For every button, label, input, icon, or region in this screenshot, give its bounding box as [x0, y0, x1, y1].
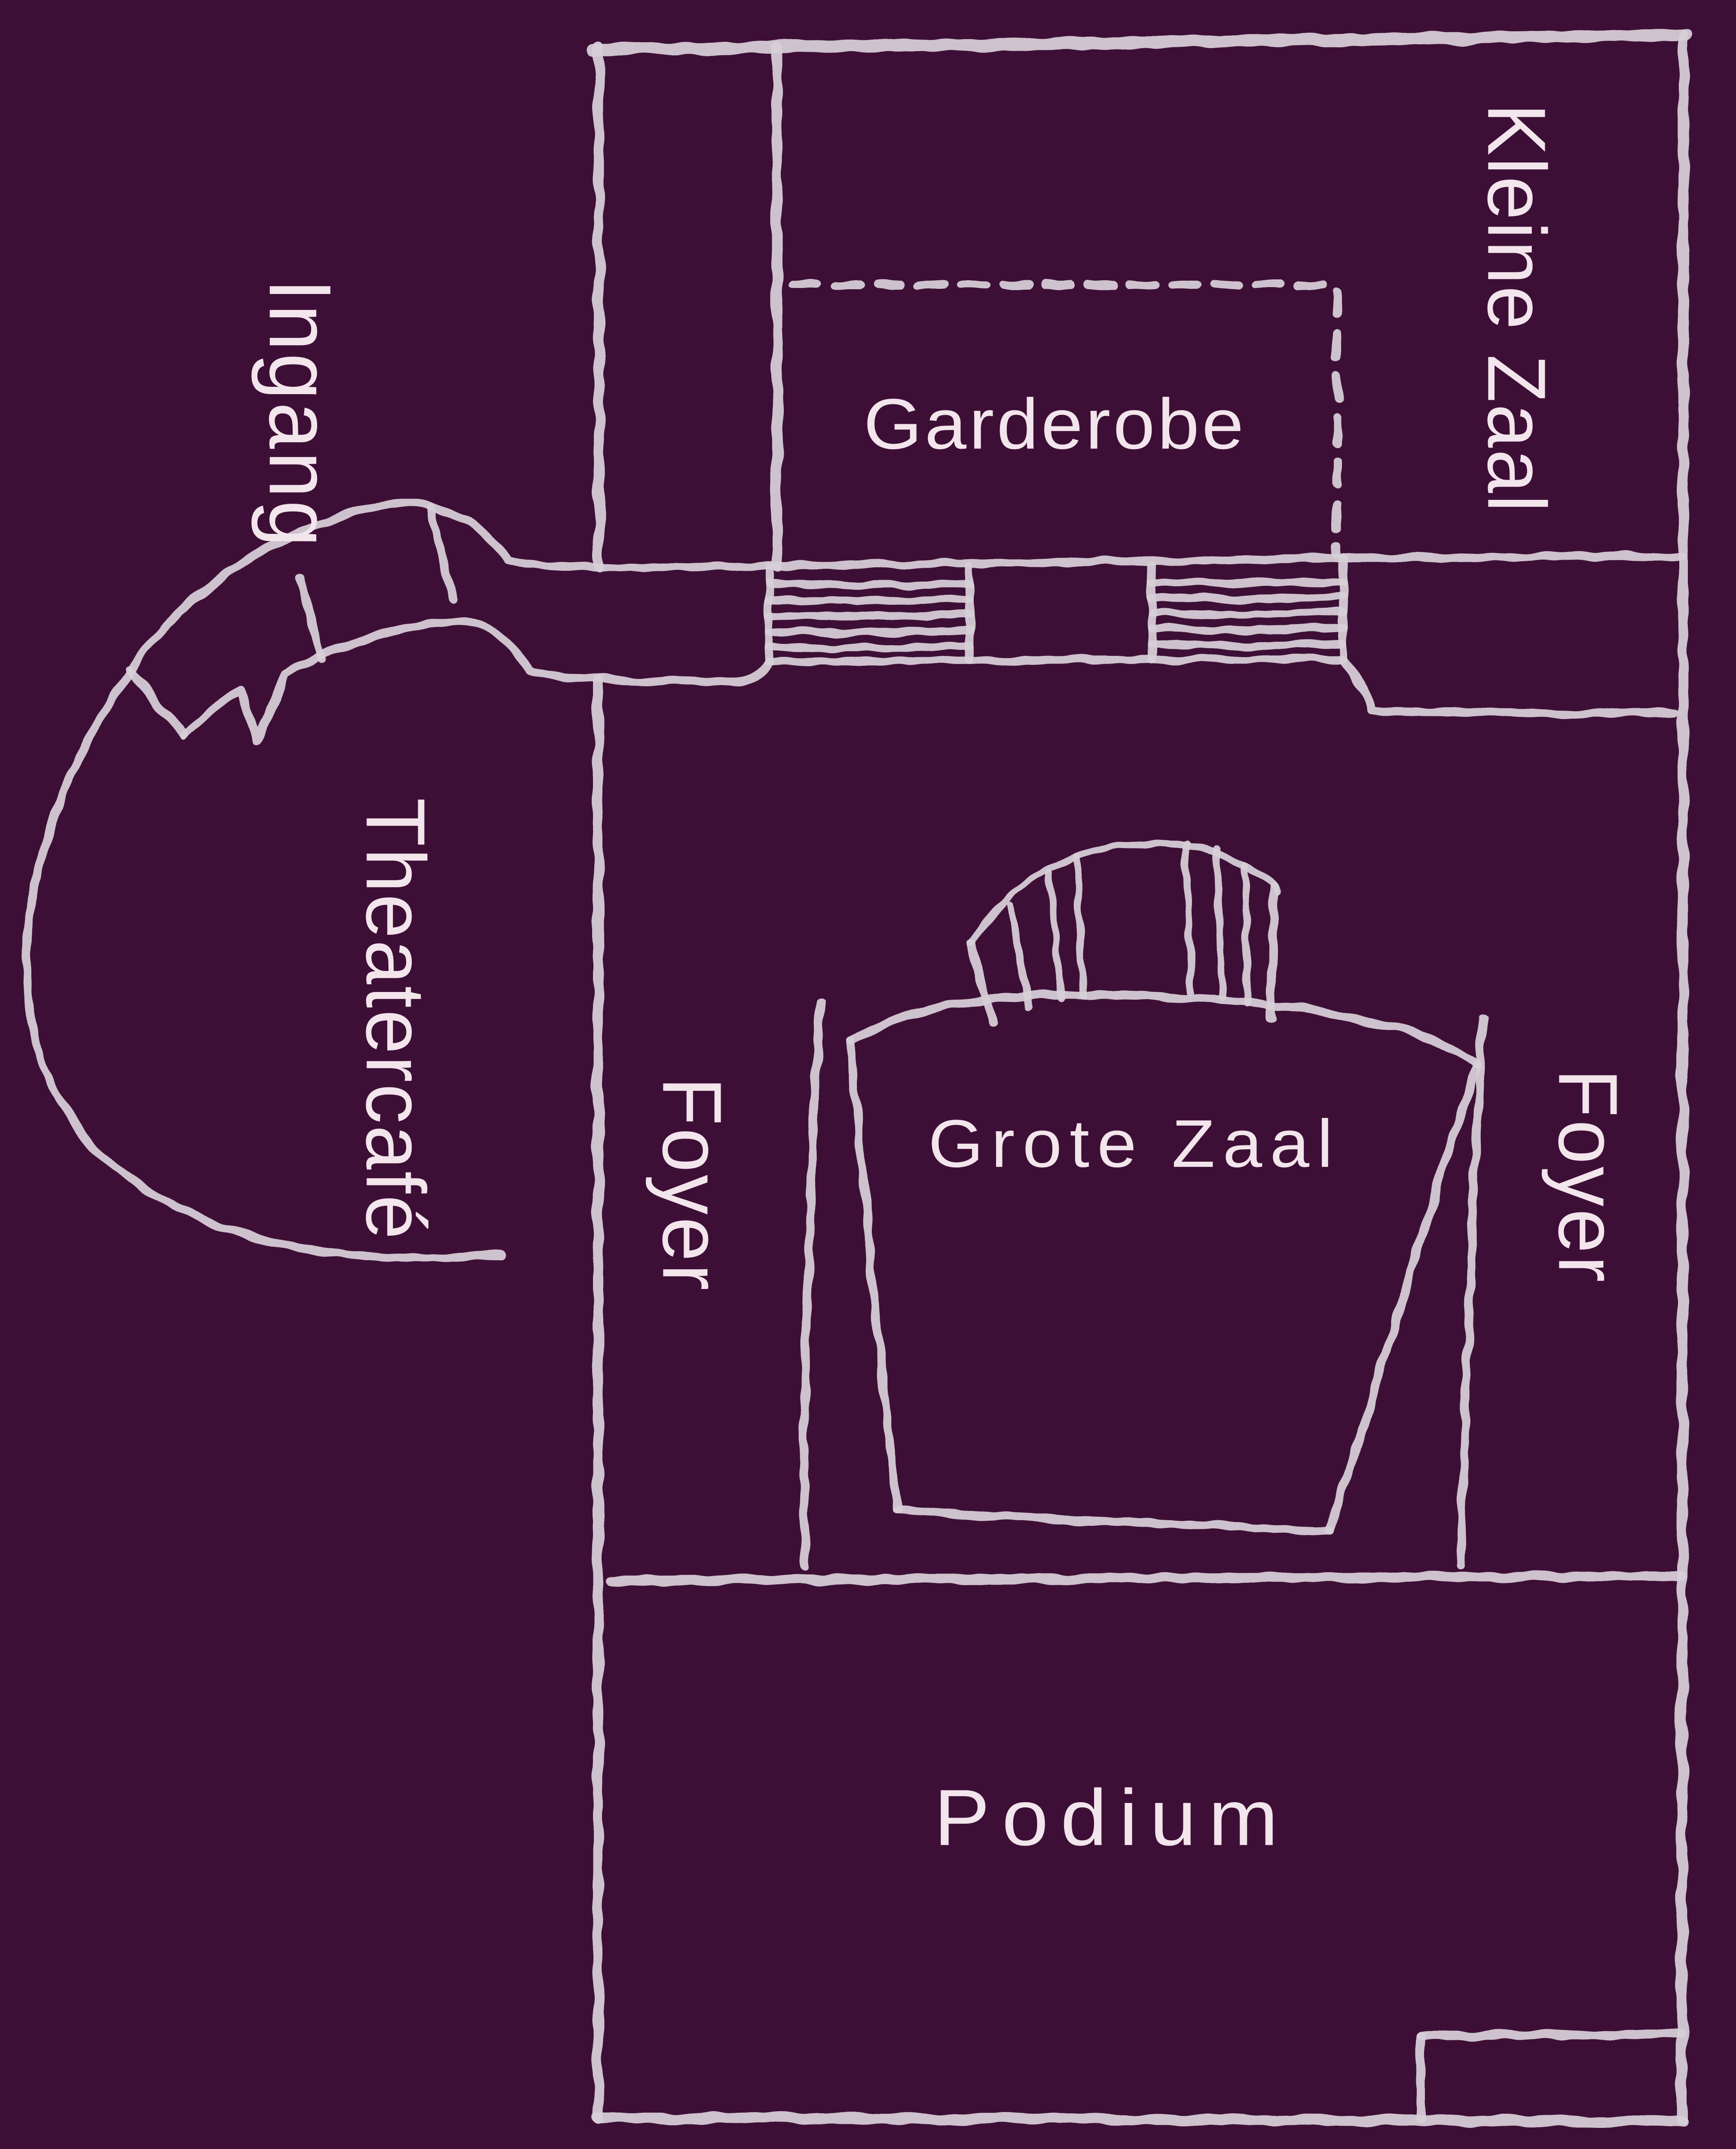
stairs-hatch-line	[1148, 639, 1348, 649]
stairs-hatch-line	[765, 641, 974, 652]
promenade-step-divider-2	[427, 503, 458, 602]
promenade-end-cap	[125, 666, 189, 740]
fan-outer-arc	[968, 839, 1280, 946]
wall-bottom	[592, 2112, 1688, 2127]
label-podium: Podium	[934, 1773, 1290, 1862]
wall-notch-top	[1416, 2029, 1684, 2041]
garderobe-dashed-boundary	[789, 281, 1342, 559]
grote-zaal-outline	[800, 991, 1487, 1570]
promenade-outer-curve	[22, 499, 1687, 1262]
linework-layer	[22, 29, 1693, 2127]
label-ingang: Ingang	[251, 279, 349, 549]
balcony-fan	[967, 839, 1280, 1027]
hall-dome	[846, 991, 1481, 1068]
label-kleine-zaal: Kleine Zaal	[1470, 103, 1563, 514]
fan-spoke	[967, 939, 997, 1027]
room-labels: Ingang Kleine Zaal Garderobe Theatercafé…	[251, 103, 1635, 1862]
label-grote-zaal: Grote Zaal	[928, 1106, 1340, 1182]
fan-spoke	[1267, 883, 1277, 1022]
entrance-promenade	[22, 499, 1687, 1262]
wall-stage-front	[606, 1571, 1686, 1586]
building-walls	[588, 29, 1693, 2127]
label-garderobe: Garderobe	[864, 384, 1247, 464]
stairs-hatch-line	[765, 610, 974, 621]
hall-inner-left-wall	[846, 1037, 902, 1514]
hall-outer-right-wall	[1456, 1015, 1487, 1570]
stairs-hatch-line	[765, 626, 974, 637]
promenade-inner-curve	[180, 616, 774, 744]
stairs-hatch-line	[765, 595, 974, 605]
stairs-hatch-line	[1148, 577, 1348, 588]
corridor-right-funnel	[1339, 654, 1679, 718]
fan-spoke	[1007, 901, 1032, 1012]
stairs-hatch-line	[1148, 608, 1348, 618]
entry-stairs	[765, 554, 1348, 666]
fan-spoke	[1072, 853, 1088, 999]
wall-right	[1677, 30, 1689, 2125]
label-foyer-left: Foyer	[645, 1077, 738, 1292]
promenade-step-divider-1	[296, 575, 326, 663]
stairs-hatch-line	[1148, 592, 1348, 603]
hall-inner-bottom-wall	[893, 1506, 1335, 1534]
stairs-hatch-line	[765, 579, 974, 589]
stairs-bottom-line	[765, 655, 1348, 666]
label-theatercafe: Theatercafé	[348, 798, 442, 1241]
stairs-hatch-line	[1148, 624, 1348, 634]
hall-outer-left-wall	[800, 997, 826, 1570]
fan-spoke	[1183, 841, 1195, 995]
fan-spoke	[1045, 869, 1065, 1002]
fan-spoke	[1214, 846, 1225, 1001]
fan-spoke	[1242, 862, 1251, 1007]
label-foyer-right: Foyer	[1541, 1068, 1634, 1284]
hall-inner-right-wall	[1326, 1059, 1481, 1534]
